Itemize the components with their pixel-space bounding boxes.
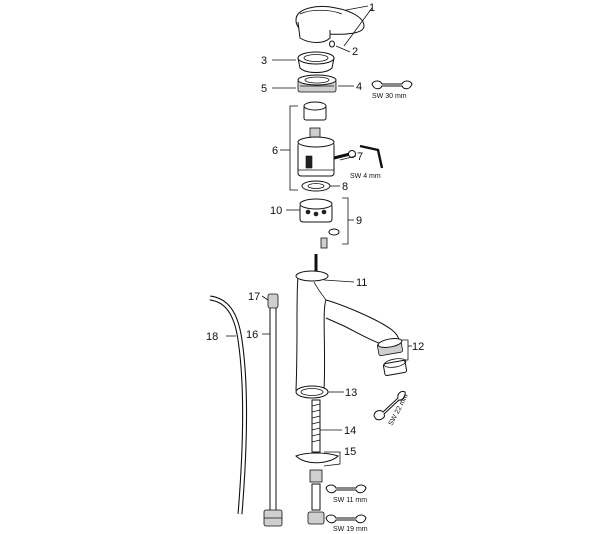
callout-1: 1 <box>369 2 375 14</box>
callout-16: 16 <box>246 329 258 341</box>
leader-lines <box>226 5 412 467</box>
wrench-icon <box>373 391 406 421</box>
part-clip <box>301 180 331 192</box>
part-seal-ring <box>295 385 329 399</box>
callout-2: 2 <box>352 46 358 58</box>
part-threaded-rod <box>311 399 321 453</box>
part-aerator <box>377 338 408 377</box>
hex-key-icon <box>359 144 384 169</box>
callout-10: 10 <box>270 205 282 217</box>
tool-label-sw11: SW 11 mm <box>333 497 367 504</box>
callout-6: 6 <box>272 145 278 157</box>
part-mixing-insert <box>299 198 333 223</box>
part-supply-hose <box>263 293 283 527</box>
callout-12: 12 <box>412 341 424 353</box>
callout-9: 9 <box>356 215 362 227</box>
part-spout-body <box>295 254 400 395</box>
part-screw <box>333 150 356 160</box>
part-grub-screw <box>329 40 335 48</box>
callout-8: 8 <box>342 181 348 193</box>
callout-3: 3 <box>261 55 267 67</box>
callout-18: 18 <box>206 331 218 343</box>
part-threaded-nut <box>297 74 337 93</box>
tool-label-sw4: SW 4 mm <box>350 173 381 180</box>
callout-7: 7 <box>357 151 363 163</box>
callout-labels: 1 2 3 4 5 6 7 8 9 10 11 12 13 14 15 16 1… <box>206 2 424 458</box>
callout-13: 13 <box>345 387 357 399</box>
wrench-icon <box>325 484 367 494</box>
tool-label-sw19: SW 19 mm <box>333 526 368 533</box>
callout-11: 11 <box>356 277 367 289</box>
part-cap-ring <box>297 51 335 73</box>
tool-label-sw30: SW 30 mm <box>372 93 407 100</box>
part-flexible-hose <box>209 295 247 515</box>
part-fitting <box>320 228 340 249</box>
callout-14: 14 <box>344 425 356 437</box>
part-handle-lever <box>295 6 365 43</box>
wrench-icon <box>325 514 367 524</box>
wrench-icon <box>371 80 413 90</box>
callout-5: 5 <box>261 83 267 95</box>
part-fixing-set <box>295 452 339 525</box>
callout-4: 4 <box>356 81 362 93</box>
callout-15: 15 <box>344 446 356 458</box>
part-cartridge <box>297 101 335 177</box>
callout-17: 17 <box>248 291 260 303</box>
